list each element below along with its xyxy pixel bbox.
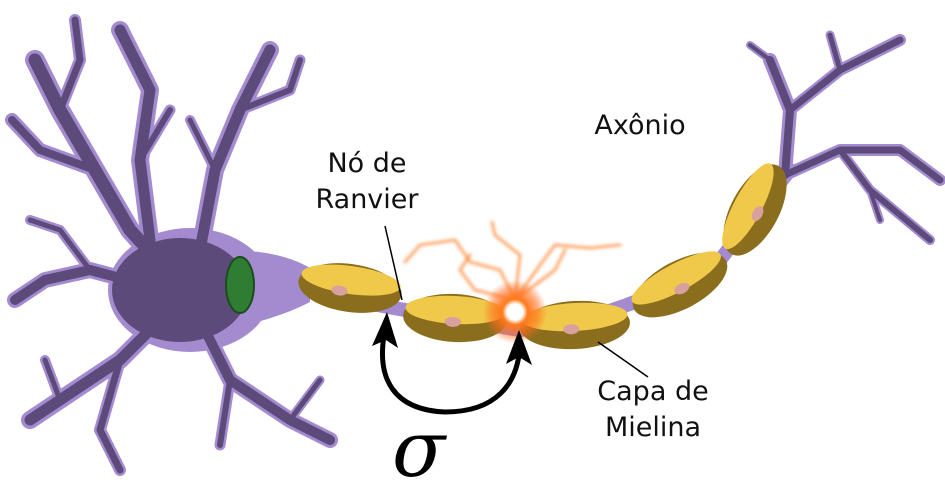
node-label-line1: Nó de	[292, 146, 442, 182]
nucleus	[226, 257, 254, 313]
myelin-label-line2: Mielina	[578, 410, 728, 446]
axon-label: Axônio	[580, 108, 700, 144]
sigma-symbol: σ	[392, 410, 445, 490]
cell-body	[12, 20, 330, 470]
node-label-line2: Ranvier	[292, 182, 442, 218]
neuron-diagram	[0, 0, 945, 483]
myelin-sheath-label: Capa de Mielina	[578, 374, 728, 446]
action-potential-glow	[483, 280, 547, 344]
myelin-label-line1: Capa de	[578, 374, 728, 410]
node-of-ranvier-label: Nó de Ranvier	[292, 146, 442, 218]
myelin-pointer-line	[598, 342, 648, 377]
